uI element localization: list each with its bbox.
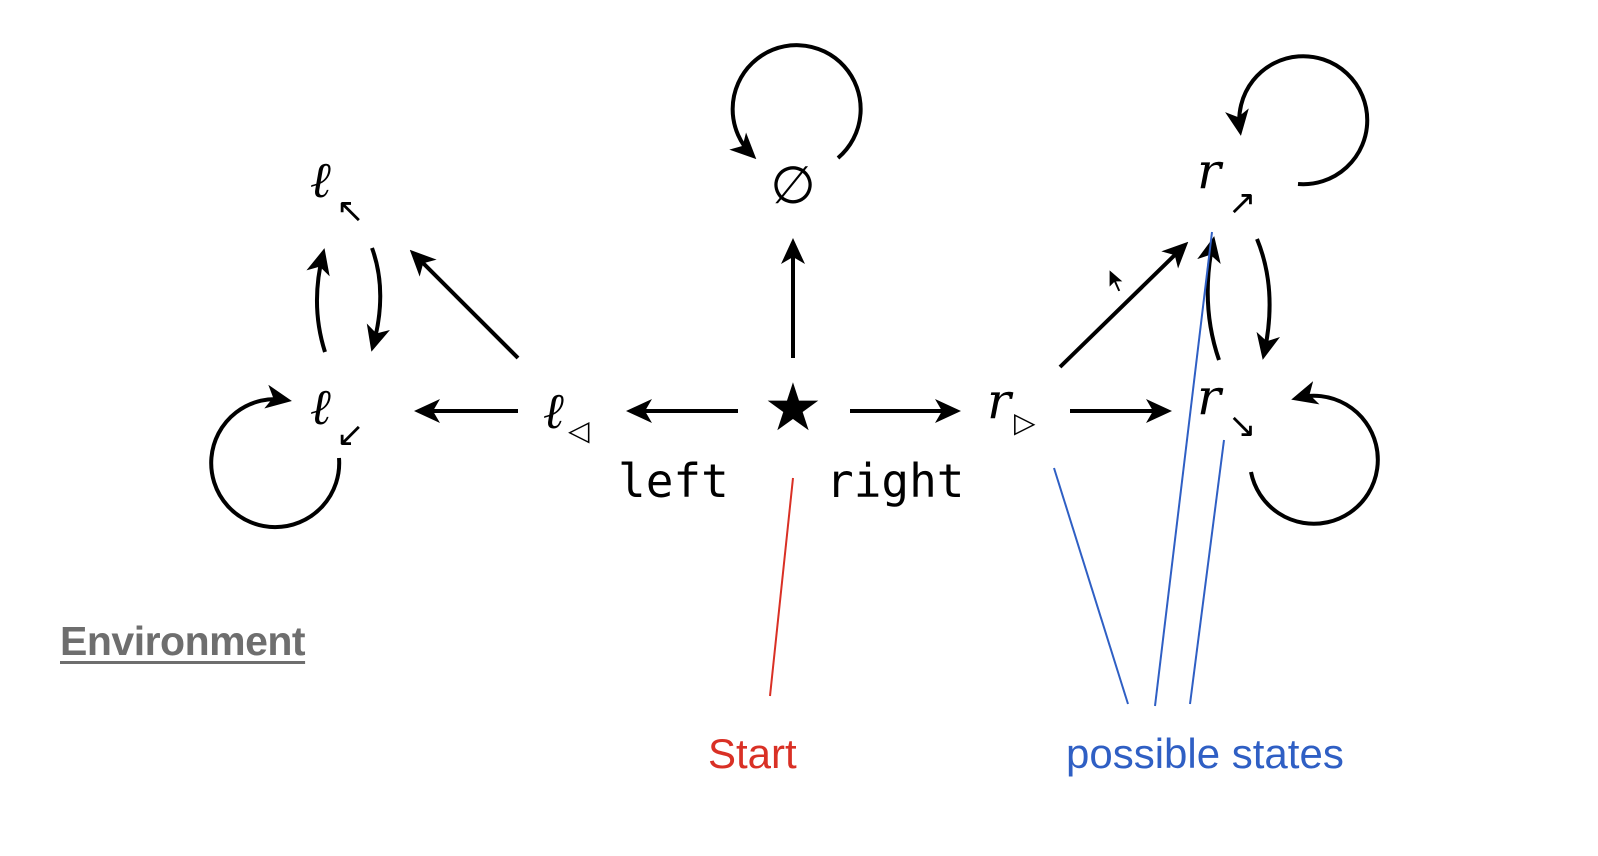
action-left-label: left — [618, 454, 729, 508]
arrow-r-down-right-to-r-up-right — [1197, 236, 1221, 361]
arrow-r-up-right-to-r-down-right — [1255, 238, 1280, 360]
possible-states-annotation: possible states — [1066, 730, 1344, 777]
node-l-triangle: ℓ ◁ — [543, 382, 590, 447]
self-loop-empty — [729, 43, 863, 160]
node-l-down-left-base: ℓ — [310, 378, 331, 436]
node-r-up-right-base: r — [1197, 142, 1224, 200]
arrow-l-triangle-to-l-up-left — [409, 249, 520, 360]
node-r-triangle-sub: ▷ — [1014, 406, 1036, 439]
start-pointer-line — [769, 477, 794, 697]
mouse-cursor-icon — [1108, 268, 1126, 293]
node-r-up-right: r ↗ — [1197, 142, 1257, 223]
self-loop-r-down-right — [1249, 381, 1380, 526]
possible-states-pointer-lines — [1053, 231, 1225, 707]
action-right-label: right — [826, 454, 964, 508]
node-l-triangle-base: ℓ — [543, 382, 564, 440]
node-r-down-right-sub: ↘ — [1228, 406, 1257, 446]
pointer-to-r-triangle — [1053, 467, 1129, 705]
node-r-down-right-base: r — [1197, 368, 1224, 426]
node-r-up-right-sub: ↗ — [1228, 183, 1257, 223]
self-loop-r-up-right — [1225, 54, 1370, 187]
node-l-up-left-sub: ↖ — [336, 191, 365, 231]
node-l-down-left: ℓ ↙ — [310, 378, 365, 455]
node-r-triangle: r ▷ — [987, 372, 1036, 439]
arrow-l-down-left-to-l-up-left — [306, 248, 330, 353]
node-r-triangle-base: r — [987, 372, 1014, 430]
node-start: ★ — [763, 369, 822, 446]
pointer-to-r-down-right — [1189, 439, 1225, 705]
node-l-up-left: ℓ ↖ — [310, 151, 365, 231]
pointer-to-r-up-right — [1154, 231, 1213, 707]
node-r-down-right: r ↘ — [1197, 368, 1257, 446]
node-l-up-left-base: ℓ — [310, 151, 331, 209]
empty-set-symbol: ∅ — [770, 156, 815, 216]
start-annotation: Start — [708, 730, 797, 777]
self-loop-l-down-left — [209, 384, 342, 530]
start-star-icon: ★ — [763, 369, 822, 446]
node-l-down-left-sub: ↙ — [336, 415, 365, 455]
arrow-l-up-left-to-l-down-left — [366, 247, 390, 352]
transition-arrows — [409, 238, 1189, 423]
node-l-triangle-sub: ◁ — [568, 414, 590, 447]
section-title: Environment — [60, 618, 306, 664]
arrow-r-triangle-to-r-up-right — [1058, 241, 1189, 369]
node-empty: ∅ — [770, 156, 815, 216]
